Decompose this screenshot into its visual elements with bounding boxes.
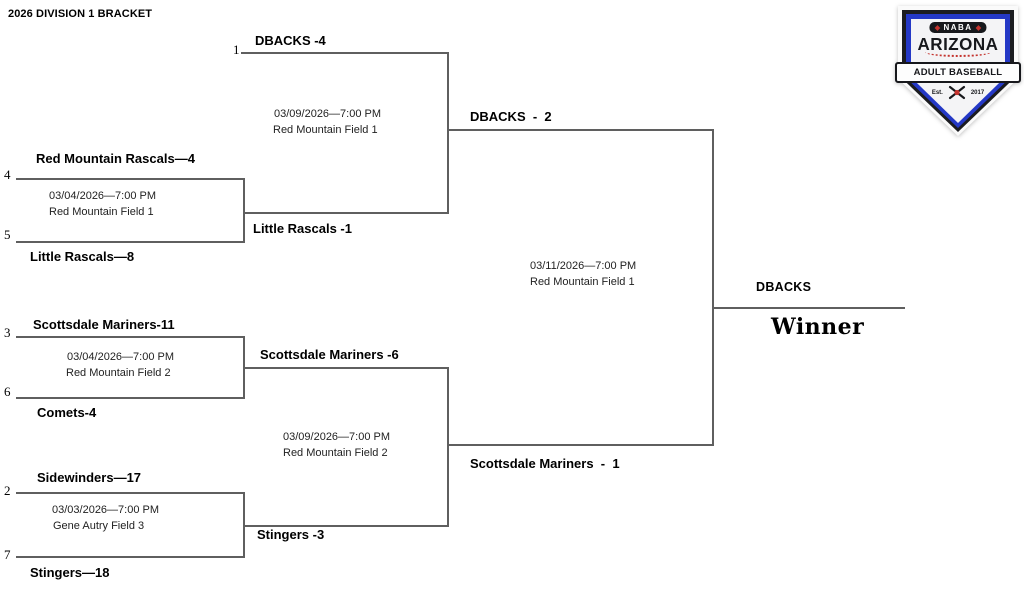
line-final-vertical xyxy=(712,129,714,446)
line-game36-bottom xyxy=(16,397,245,399)
line-game36-output xyxy=(243,367,449,369)
line-semifinal1-output xyxy=(447,129,713,131)
team-scottsdale-mariners: Scottsdale Mariners-11 xyxy=(33,317,175,332)
line-game45-bottom xyxy=(16,241,245,243)
game36-venue: Red Mountain Field 2 xyxy=(66,367,171,379)
logo-banner: ADULT BASEBALL xyxy=(895,62,1021,83)
final-date: 03/11/2026—7:00 PM xyxy=(530,260,637,272)
champion-name: DBACKS xyxy=(756,280,812,294)
team-sidewinders: Sidewinders—17 xyxy=(37,470,142,485)
logo-est-year: 2017 xyxy=(970,89,985,96)
line-game45-output xyxy=(243,212,449,214)
naba-arizona-logo: NABA ARIZONA ADULT BASEBALL Est. 2017 xyxy=(895,6,1021,136)
team-red-mountain-rascals: Red Mountain Rascals—4 xyxy=(36,151,195,166)
line-game36-top xyxy=(16,336,245,338)
line-seed1-slot xyxy=(241,52,447,54)
logo-est-row: Est. 2017 xyxy=(898,85,1018,100)
logo-banner-text: ADULT BASEBALL xyxy=(913,67,1003,78)
game45-venue: Red Mountain Field 1 xyxy=(49,206,154,218)
semifinal1-venue: Red Mountain Field 1 xyxy=(273,124,378,136)
line-winner xyxy=(712,307,905,309)
winner-label: Winner xyxy=(771,314,865,340)
winner-semifinal2-scottsdale-mariners: Scottsdale Mariners - 1 xyxy=(470,456,620,471)
winner-game36-scottsdale-mariners: Scottsdale Mariners -6 xyxy=(260,347,399,362)
seed-6: 6 xyxy=(4,384,11,399)
red-diamond-icon xyxy=(934,24,941,31)
team-dbacks-seed1: DBACKS -4 xyxy=(255,33,326,48)
line-semifinal2-vertical xyxy=(447,367,449,526)
game27-date: 03/03/2026—7:00 PM xyxy=(52,504,160,516)
seed-4: 4 xyxy=(4,167,11,182)
line-game45-top xyxy=(16,178,245,180)
line-semifinal1-vertical xyxy=(447,52,449,214)
logo-org-text: NABA xyxy=(943,23,973,32)
team-stingers: Stingers—18 xyxy=(30,565,110,580)
team-comets: Comets-4 xyxy=(37,405,97,420)
semifinal2-venue: Red Mountain Field 2 xyxy=(283,447,388,459)
semifinal2-date: 03/09/2026—7:00 PM xyxy=(283,431,391,443)
winner-game45-little-rascals: Little Rascals -1 xyxy=(253,221,352,236)
game45-date: 03/04/2026—7:00 PM xyxy=(49,190,157,202)
seed-5: 5 xyxy=(4,227,11,242)
line-game45-vertical xyxy=(243,178,245,243)
logo-est-label: Est. xyxy=(931,89,943,96)
page-title: 2026 DIVISION 1 BRACKET xyxy=(8,8,153,20)
crossed-bats-icon xyxy=(948,85,965,100)
line-semifinal2-output xyxy=(447,444,713,446)
game36-date: 03/04/2026—7:00 PM xyxy=(67,351,175,363)
game27-venue: Gene Autry Field 3 xyxy=(53,520,145,532)
red-diamond-icon xyxy=(975,24,982,31)
line-game27-bottom xyxy=(16,556,245,558)
winner-semifinal1-dbacks: DBACKS - 2 xyxy=(470,109,552,124)
line-game27-top xyxy=(16,492,245,494)
winner-game27-stingers: Stingers -3 xyxy=(257,527,325,542)
logo-org-pill: NABA xyxy=(929,22,987,33)
seed-7: 7 xyxy=(4,547,11,562)
seed-3: 3 xyxy=(4,325,11,340)
seed-1: 1 xyxy=(233,42,240,57)
team-little-rascals: Little Rascals—8 xyxy=(30,249,135,264)
baseball-stitch-icon xyxy=(925,47,991,57)
seed-2: 2 xyxy=(4,483,11,498)
line-game27-output xyxy=(243,525,449,527)
final-venue: Red Mountain Field 1 xyxy=(530,276,635,288)
semifinal1-date: 03/09/2026—7:00 PM xyxy=(274,108,382,120)
